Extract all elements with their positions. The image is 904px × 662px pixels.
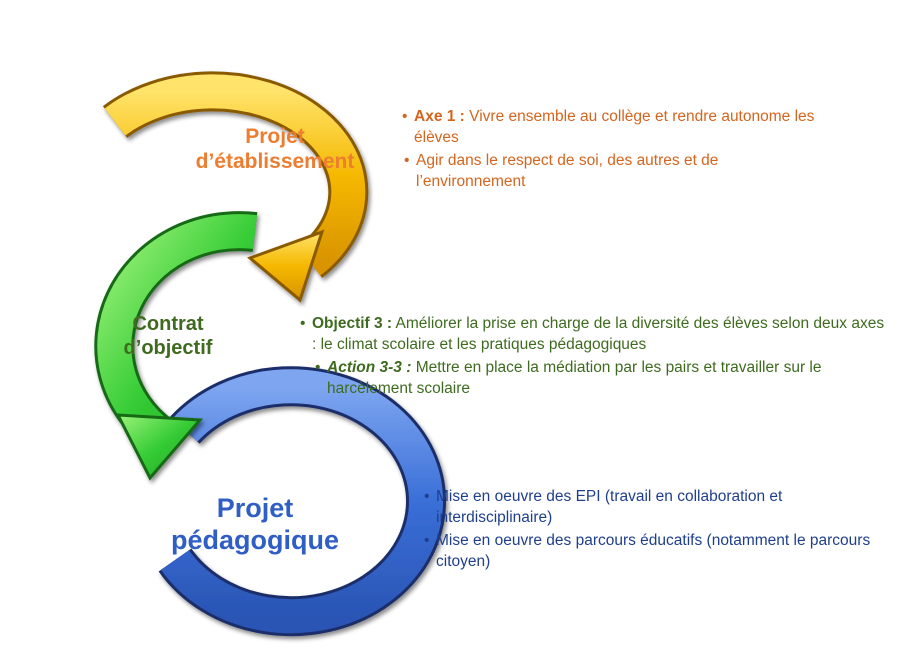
stage-title-line2: d’établissement xyxy=(195,150,355,174)
bullet-item: •Agir dans le respect de soi, des autres… xyxy=(404,152,719,190)
bullet-bold: Axe 1 : xyxy=(414,108,465,125)
stage-title-contrat-objectif: Contrat d’objectif xyxy=(78,312,258,360)
bullet-text: Mettre en place la médiation par les pai… xyxy=(327,359,822,397)
stage-title-line2: d’objectif xyxy=(123,337,213,359)
bullet-text: Mise en oeuvre des parcours éducatifs (n… xyxy=(436,532,871,570)
bullet-text: Mise en oeuvre des EPI (travail en colla… xyxy=(436,488,783,526)
bullet-bold: Action 3-3 : xyxy=(327,359,412,376)
bullet-text: Vivre ensemble au collège et rendre auto… xyxy=(414,108,815,146)
yellow-ring xyxy=(102,71,369,303)
stage-title-line1: Projet xyxy=(245,125,305,148)
bullet-item: •Mise en oeuvre des EPI (travail en coll… xyxy=(424,488,783,526)
yellow-arrowhead xyxy=(247,229,325,303)
bullet-text: Améliorer la prise en charge de la diver… xyxy=(312,315,885,353)
stage-title-line1: Projet xyxy=(216,493,294,523)
stage-title-projet-pedagogique: Projet pédagogique xyxy=(155,492,355,557)
stage-title-line2: pédagogique xyxy=(171,525,339,556)
stage-bullets-pedagogique: •Mise en oeuvre des EPI (travail en coll… xyxy=(424,486,894,574)
stage-title-line1: Contrat xyxy=(132,313,204,335)
bullet-item: •Mise en oeuvre des parcours éducatifs (… xyxy=(424,532,871,570)
green-ring xyxy=(94,211,258,481)
bullet-item: •Action 3-3 : Mettre en place la médiati… xyxy=(315,359,822,397)
stage-title-projet-etablissement: Projet d’établissement xyxy=(180,124,370,174)
bullet-item: •Objectif 3 : Améliorer la prise en char… xyxy=(300,315,885,353)
stage-bullets-contrat: •Objectif 3 : Améliorer la prise en char… xyxy=(300,313,890,401)
bullet-item: •Axe 1 : Vivre ensemble au collège et re… xyxy=(402,108,815,146)
bullet-bold: Objectif 3 : xyxy=(312,315,393,332)
blue-ring xyxy=(158,366,446,637)
green-arrowhead xyxy=(115,413,204,481)
stage-bullets-etablissement: •Axe 1 : Vivre ensemble au collège et re… xyxy=(402,106,822,194)
bullet-text: Agir dans le respect de soi, des autres … xyxy=(416,152,719,190)
